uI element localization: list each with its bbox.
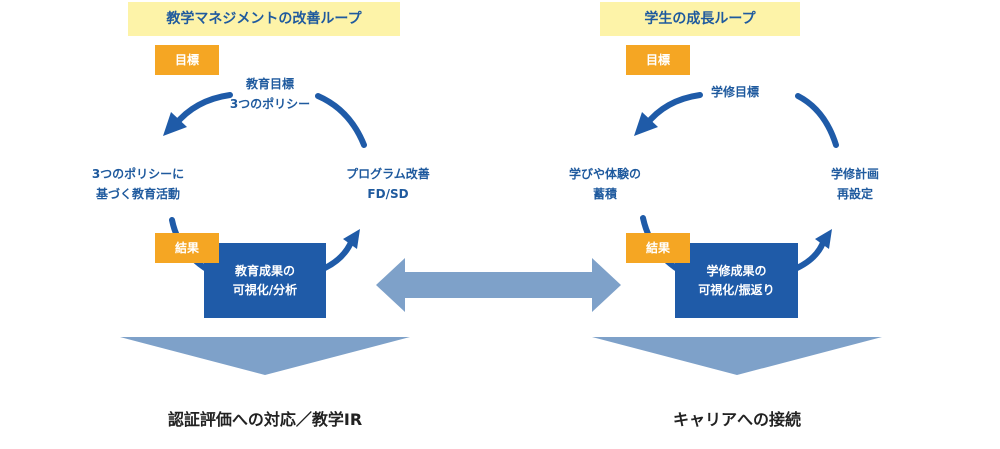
left-top-label-line-2: 3つのポリシー <box>229 97 311 111</box>
left-result-tag: 結果 <box>155 233 219 263</box>
right-top-label: 学修目標 <box>680 82 790 102</box>
right-loop-lower-right-arc <box>794 237 827 271</box>
left-loop-arrowhead-up-right <box>343 229 360 249</box>
right-loop-arrowhead-up-right <box>815 229 832 249</box>
right-center-box-line-2: 可視化/振返り <box>698 282 775 297</box>
left-loop-title: 教学マネジメントの改善ループ <box>128 2 400 36</box>
right-bottom-label: キャリアへの接続 <box>672 410 801 429</box>
right-left-label-line-1: 学びや体験の <box>568 167 641 181</box>
right-left-label: 学びや体験の 蓄積 <box>540 164 670 204</box>
left-right-label-line-1: プログラム改善 <box>346 167 430 181</box>
left-left-label-line-1: 3つのポリシーに <box>91 167 185 181</box>
left-loop-arrowhead-down-left <box>163 112 187 136</box>
right-loop-arrowhead-down-left <box>634 112 658 136</box>
right-right-label-line-1: 学修計画 <box>830 167 879 181</box>
left-right-label: プログラム改善 FD/SD <box>318 164 458 204</box>
right-center-box: 学修成果の 可視化/振返り <box>675 243 798 318</box>
left-center-box-line-2: 可視化/分析 <box>232 282 298 297</box>
left-center-box-line-1: 教育成果の <box>234 263 295 278</box>
right-loop-title: 学生の成長ループ <box>600 2 800 36</box>
left-goal-tag: 目標 <box>155 45 219 75</box>
right-result-tag: 結果 <box>626 233 690 263</box>
left-loop-lower-right-arc <box>322 237 355 271</box>
right-loop-top-right-arc <box>795 93 839 148</box>
double-arrow-connector <box>376 258 621 312</box>
left-top-label: 教育目標 3つのポリシー <box>200 74 340 114</box>
left-loop-top-right-arc <box>315 93 367 148</box>
left-center-box: 教育成果の 可視化/分析 <box>204 243 326 318</box>
left-top-label-line-1: 教育目標 <box>245 77 294 91</box>
left-bottom-label: 認証評価への対応／教学IR <box>167 410 363 429</box>
left-left-label: 3つのポリシーに 基づく教育活動 <box>68 164 208 204</box>
right-center-box-line-1: 学修成果の <box>706 263 767 278</box>
right-left-label-line-2: 蓄積 <box>592 187 617 201</box>
right-top-label-line-1: 学修目標 <box>710 85 759 99</box>
right-goal-tag: 目標 <box>626 45 690 75</box>
left-funnel-arrow <box>120 337 410 375</box>
right-right-label-line-2: 再設定 <box>836 187 873 201</box>
left-left-label-line-2: 基づく教育活動 <box>95 187 180 201</box>
left-right-label-line-2: FD/SD <box>367 187 409 201</box>
right-right-label: 学修計画 再設定 <box>800 164 910 204</box>
right-funnel-arrow <box>592 337 882 375</box>
